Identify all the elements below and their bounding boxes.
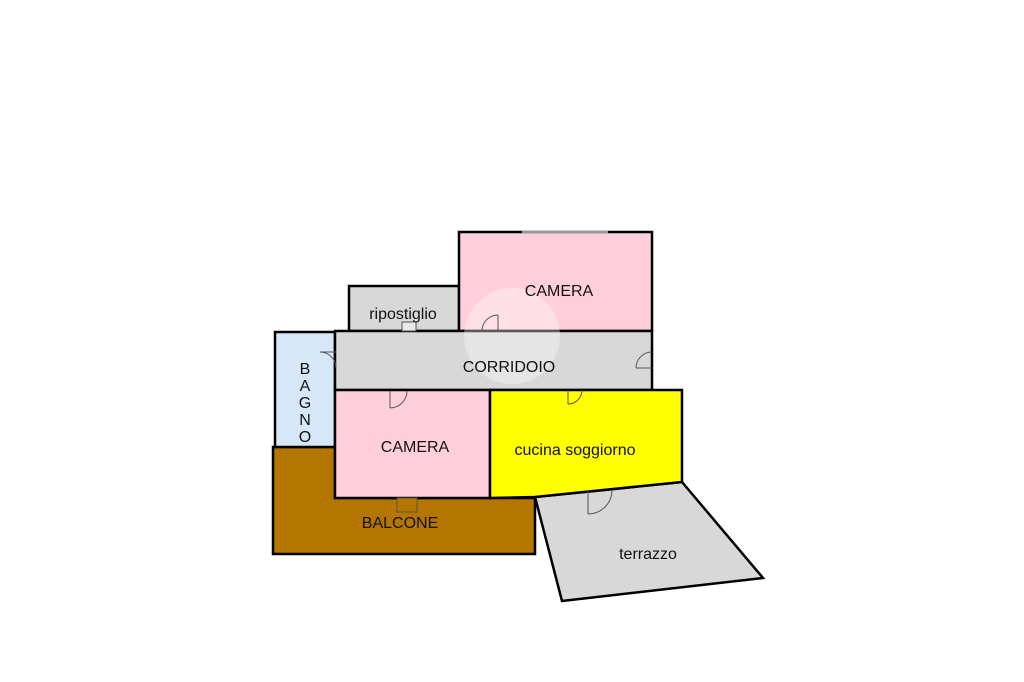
door-terrazzo bbox=[587, 489, 613, 515]
label-corridoio: CORRIDOIO bbox=[463, 359, 555, 376]
room-cucina-soggiorno bbox=[488, 388, 684, 500]
door-camera-bottom bbox=[389, 390, 408, 409]
label-cucina-soggiorno: cucina soggiorno bbox=[515, 442, 636, 459]
label-camera-bottom: CAMERA bbox=[381, 439, 450, 456]
door-balcone bbox=[396, 497, 418, 513]
label-bagno-letter: N bbox=[299, 412, 311, 429]
watermark-logo bbox=[464, 288, 560, 384]
door-ripostiglio bbox=[401, 321, 417, 332]
label-ripostiglio: ripostiglio bbox=[369, 306, 437, 323]
label-bagno-letter: A bbox=[300, 378, 311, 395]
room-terrazzo bbox=[533, 480, 766, 603]
label-bagno-letter: G bbox=[299, 395, 311, 412]
label-bagno: B A G N O bbox=[299, 361, 311, 446]
door-cucina bbox=[567, 389, 583, 405]
label-terrazzo: terrazzo bbox=[619, 546, 677, 563]
label-camera-top: CAMERA bbox=[525, 283, 594, 300]
door-corridoio-right bbox=[635, 351, 653, 369]
label-balcone: BALCONE bbox=[362, 515, 438, 532]
label-bagno-letter: O bbox=[299, 429, 311, 446]
label-bagno-letter: B bbox=[300, 361, 311, 378]
door-bagno bbox=[319, 351, 337, 369]
door-camera-top bbox=[481, 314, 499, 332]
room-camera-top bbox=[457, 230, 654, 333]
